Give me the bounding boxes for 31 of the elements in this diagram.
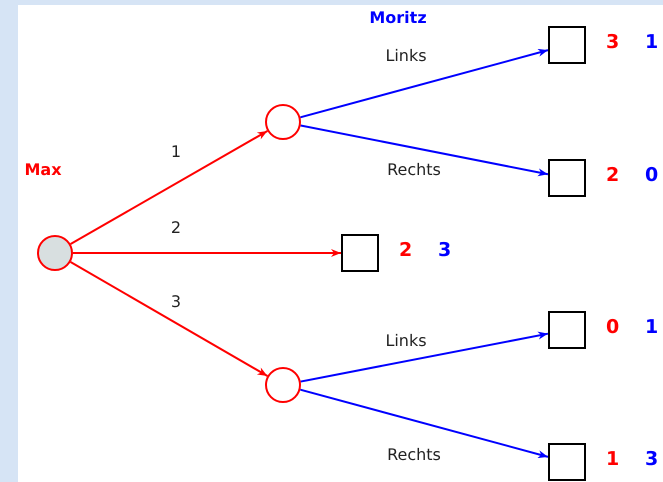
edge-label: Links — [385, 48, 427, 64]
payoff-number: 0 — [606, 318, 620, 337]
arrow — [70, 130, 268, 245]
payoff-number: 3 — [438, 241, 452, 260]
payoff-number: 1 — [645, 318, 658, 337]
player-label: Max — [24, 162, 62, 178]
payoff-number: 3 — [645, 450, 658, 469]
terminal-square — [548, 443, 586, 481]
payoff-number: 1 — [606, 450, 620, 469]
payoff-number: 1 — [645, 33, 658, 52]
arrow — [300, 332, 548, 383]
edge-label: Rechts — [387, 162, 441, 178]
edge-label: 3 — [170, 294, 182, 310]
edge-label: Links — [385, 333, 427, 349]
payoff-number: 2 — [606, 166, 620, 185]
terminal-square — [548, 26, 586, 64]
arrow — [70, 261, 268, 377]
arrow — [73, 249, 341, 257]
arrow — [300, 124, 548, 176]
player-label: Moritz — [369, 10, 427, 26]
terminal-square — [548, 311, 586, 349]
arrow — [300, 48, 548, 118]
terminal-square — [341, 234, 379, 272]
payoff-number: 2 — [399, 241, 412, 260]
edge-label: 2 — [170, 220, 182, 236]
edge-label: Rechts — [387, 447, 441, 463]
payoff-number: 0 — [645, 166, 658, 185]
payoff-number: 3 — [606, 33, 620, 52]
edge-label: 1 — [170, 144, 182, 160]
arrow — [300, 388, 548, 458]
terminal-square — [548, 159, 586, 197]
